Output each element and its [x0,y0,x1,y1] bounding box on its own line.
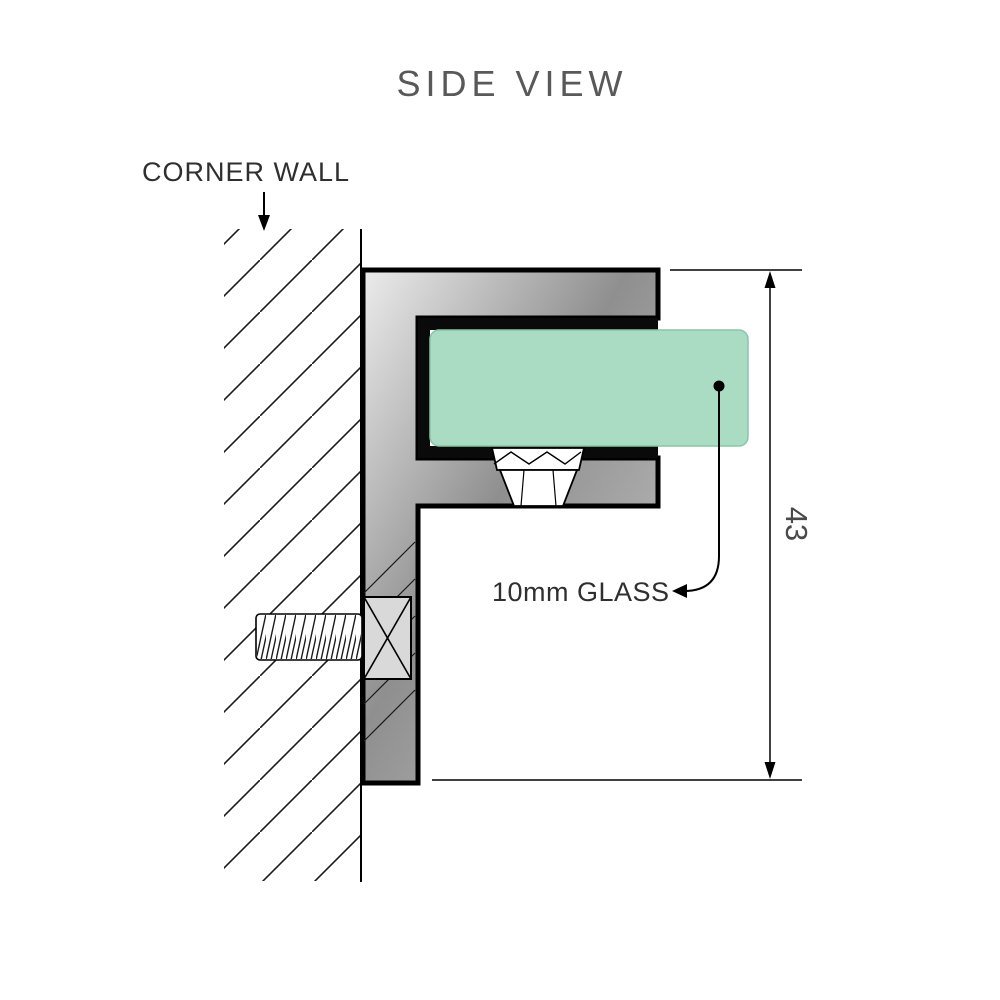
glass-label: 10mm GLASS [492,577,670,607]
dimension-line [432,269,802,781]
glass-leader-arrow [672,380,725,598]
corner-wall-arrow [258,192,270,231]
glass-panel [429,329,749,447]
set-screw [490,447,586,507]
diagram-title: SIDE VIEW [396,63,627,104]
dimension-label: 43 [779,507,814,541]
wall-hatching [224,229,362,881]
wall-screw [255,596,412,680]
corner-wall-label: CORNER WALL [142,157,350,187]
